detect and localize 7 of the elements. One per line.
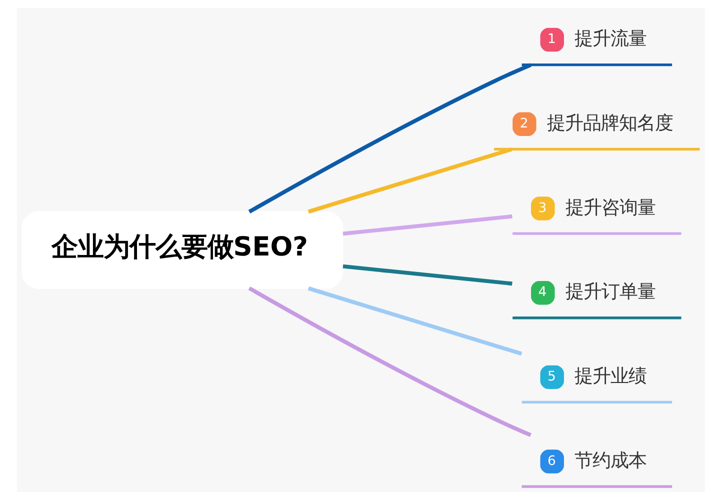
connector [248, 63, 532, 214]
connector [308, 286, 522, 356]
connector [248, 286, 532, 437]
connector [308, 147, 512, 214]
node-box: 企业为什么要做SEO? [22, 211, 344, 289]
connector [342, 264, 512, 286]
connector [342, 214, 512, 236]
